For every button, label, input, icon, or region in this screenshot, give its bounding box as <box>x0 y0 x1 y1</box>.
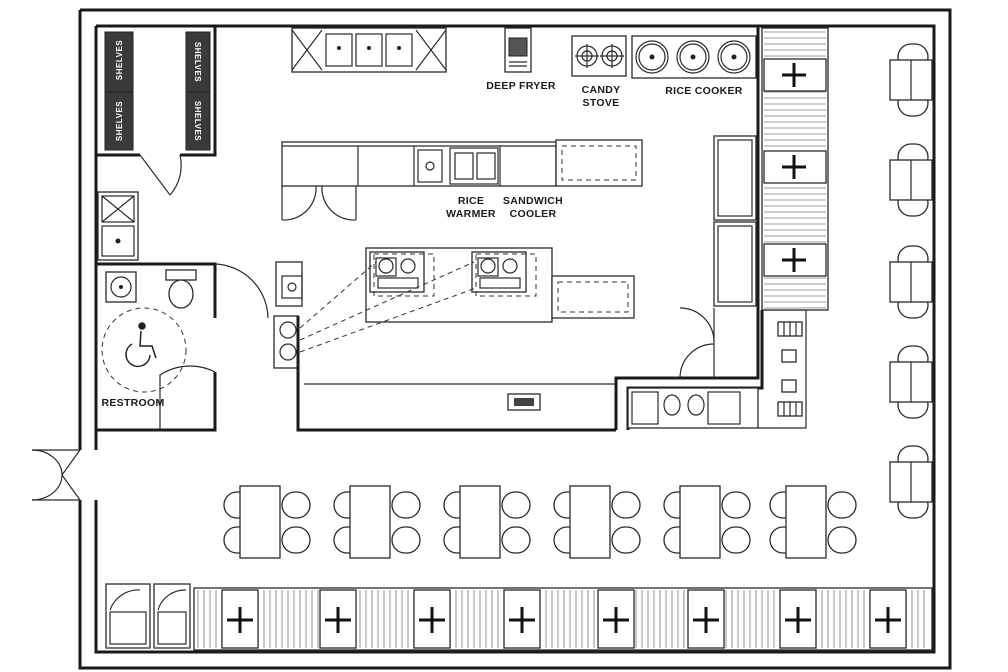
table <box>239 485 281 559</box>
chair <box>501 526 531 554</box>
rice-warmer-label: RICE <box>458 195 484 207</box>
cook-island <box>365 247 635 323</box>
accessibility-icon <box>125 322 157 368</box>
chair <box>391 526 421 554</box>
rice-cooker-label: RICE COOKER <box>665 85 743 97</box>
outer-walls <box>78 8 952 670</box>
shelf-unit <box>104 91 134 151</box>
chair <box>281 526 311 554</box>
chair <box>721 526 751 554</box>
candy-stove-label: STOVE <box>583 97 620 109</box>
reach-in-coolers <box>679 135 757 379</box>
booth-seating-bottom <box>193 587 933 651</box>
deep-fryer <box>504 27 532 73</box>
chair <box>391 491 421 519</box>
chair <box>281 491 311 519</box>
chair <box>611 491 641 519</box>
table <box>679 485 721 559</box>
table <box>785 485 827 559</box>
shelves-label: SHELVES <box>193 101 202 141</box>
chair <box>827 491 857 519</box>
table <box>569 485 611 559</box>
chair <box>501 491 531 519</box>
chair <box>721 491 751 519</box>
shelves-label: SHELVES <box>115 40 124 80</box>
shelf-unit <box>104 31 134 93</box>
triple-sink <box>291 27 447 73</box>
table <box>349 485 391 559</box>
candy-stove-label: CANDY <box>582 84 621 96</box>
booth-block <box>193 587 933 651</box>
lower-storage <box>105 583 191 649</box>
shelf-unit <box>185 91 211 151</box>
rice-warmer-label: WARMER <box>446 208 496 220</box>
shelf-unit <box>185 31 211 93</box>
hand-sink-station <box>273 261 616 432</box>
deep-fryer-label: DEEP FRYER <box>486 80 556 92</box>
utility-sink <box>97 191 139 261</box>
prep-counter <box>281 139 643 221</box>
right-wall-tables <box>889 43 933 519</box>
shelves-label: SHELVES <box>193 42 202 82</box>
booth-seating-upper-right <box>761 27 829 311</box>
storage-room: SHELVES SHELVES SHELVES SHELVES <box>96 26 217 196</box>
sandwich-cooler-label: SANDWICH <box>503 195 563 207</box>
restroom-label: RESTROOM <box>101 397 164 409</box>
rice-cooker <box>631 35 757 79</box>
shelves-label: SHELVES <box>115 101 124 141</box>
table <box>459 485 501 559</box>
service-counter <box>304 309 807 429</box>
sandwich-cooler-label: COOLER <box>510 208 557 220</box>
candy-stove <box>571 35 627 77</box>
turning-circle <box>101 307 187 393</box>
entrance-door <box>31 449 81 501</box>
chair <box>827 526 857 554</box>
restroom: RESTROOM <box>96 262 269 432</box>
dining-tables <box>223 485 857 559</box>
chair <box>611 526 641 554</box>
